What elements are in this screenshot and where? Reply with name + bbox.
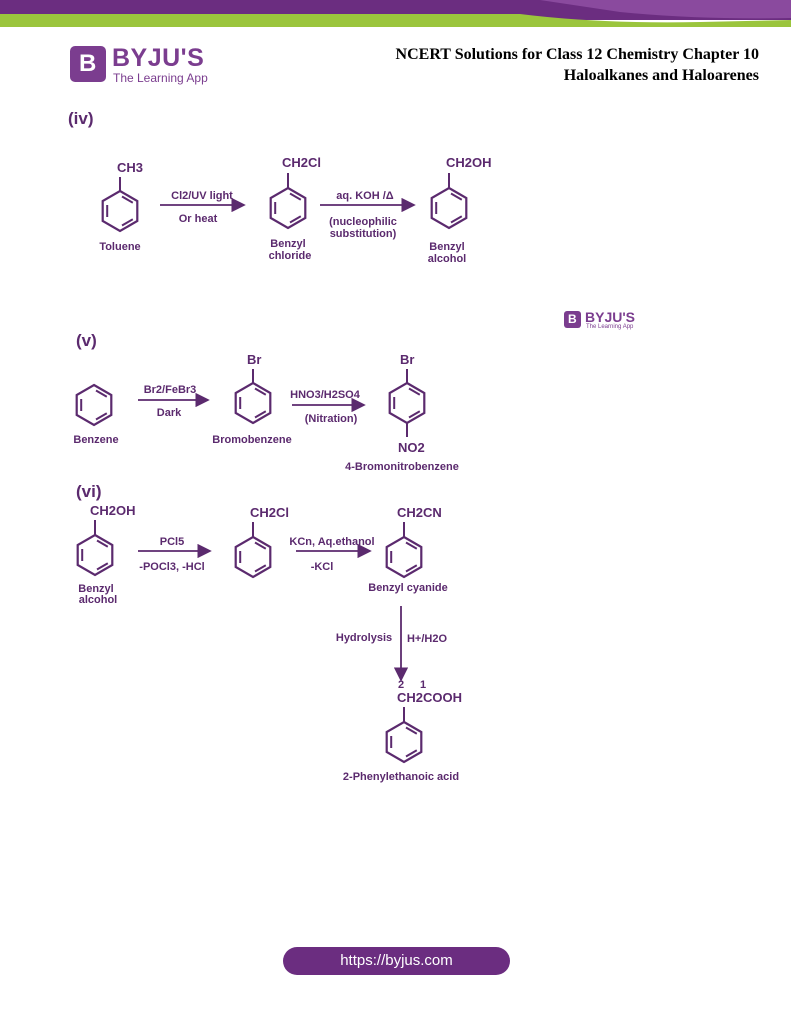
compound-name: Benzene — [73, 434, 118, 446]
compound-name-line2: chloride — [269, 250, 312, 262]
watermark-name: BYJU'S — [585, 309, 636, 325]
condition-below: Or heat — [179, 213, 218, 225]
section-label-vi: (vi) — [76, 482, 102, 501]
para-group-label: NO2 — [398, 440, 425, 455]
group-label: CH2Cl — [282, 155, 321, 170]
logo-tagline: The Learning App — [113, 71, 208, 85]
section-label-iv: (iv) — [68, 109, 94, 128]
compound-name-line2: alcohol — [428, 253, 467, 265]
compound-4-bromonitrobenzene: Br NO2 4-Bromonitrobenzene — [345, 352, 459, 473]
reaction-arrow: PCl5 -POCl3, -HCl — [138, 536, 212, 573]
reagent-above: aq. KOH /Δ — [336, 190, 394, 202]
compound-name: Benzyl cyanide — [368, 582, 447, 594]
carbon-number-2: 2 — [398, 679, 404, 691]
condition-below: (Nitration) — [305, 413, 358, 425]
group-label: CH3 — [117, 160, 143, 175]
watermark-tagline: The Learning App — [586, 324, 634, 330]
group-label: CH2OH — [90, 503, 136, 518]
compound-benzyl-alcohol: CH2OH Benzyl alcohol — [76, 503, 136, 606]
logo-name: BYJU'S — [112, 44, 205, 72]
document-title: NCERT Solutions for Class 12 Chemistry C… — [396, 44, 759, 86]
compound-name: Toluene — [99, 241, 140, 253]
title-line-2: Haloalkanes and Haloarenes — [563, 67, 759, 84]
compound-name: Bromobenzene — [212, 434, 291, 446]
group-label: Br — [247, 352, 261, 367]
reaction-arrow: HNO3/H2SO4 (Nitration) — [290, 389, 366, 425]
section-label-v: (v) — [76, 331, 97, 350]
reagent-right: H+/H2O — [407, 633, 447, 645]
group-label: Br — [400, 352, 414, 367]
compound-benzene: Benzene — [73, 383, 119, 446]
compound-name: 2-Phenylethanoic acid — [343, 771, 459, 783]
compound-benzyl-chloride: CH2Cl — [234, 505, 289, 579]
group-label: CH2COOH — [397, 690, 462, 705]
compound-name-line2: alcohol — [79, 594, 118, 606]
logo-mark: B — [70, 46, 106, 82]
compound-name-line1: Benzyl — [270, 238, 305, 250]
reaction-arrow: Cl2/UV light Or heat — [160, 190, 246, 225]
reagent-above: Cl2/UV light — [171, 190, 233, 202]
condition-below: Dark — [157, 407, 182, 419]
compound-toluene: CH3 Toluene — [99, 160, 143, 253]
reagent-above: HNO3/H2SO4 — [290, 389, 361, 401]
compound-name-line1: Benzyl — [429, 241, 464, 253]
watermark-logo: B BYJU'S The Learning App — [564, 309, 664, 334]
reagent-above: KCn, Aq.ethanol — [289, 536, 374, 548]
compound-bromobenzene: Br Bromobenzene — [212, 352, 291, 446]
group-label: CH2OH — [446, 155, 492, 170]
title-line-1: NCERT Solutions for Class 12 Chemistry C… — [395, 46, 759, 63]
compound-benzyl-cyanide: CH2CN Benzyl cyanide — [368, 505, 447, 594]
reagent-left: Hydrolysis — [336, 632, 392, 644]
watermark-mark: B — [564, 311, 581, 328]
carbon-number-1: 1 — [420, 679, 426, 691]
compound-name: 4-Bromonitrobenzene — [345, 461, 459, 473]
reagent-above: Br2/FeBr3 — [144, 384, 197, 396]
condition-below-line1: (nucleophilic — [329, 216, 397, 228]
group-label: CH2CN — [397, 505, 442, 520]
byjus-logo[interactable]: B BYJU'S The Learning App — [70, 44, 220, 88]
footer-url-link[interactable]: https://byjus.com — [283, 947, 510, 975]
compound-2-phenylethanoic-acid: 2 1 CH2COOH 2-Phenylethanoic acid — [343, 679, 462, 783]
compound-name-line1: Benzyl — [78, 583, 113, 595]
group-label: CH2Cl — [250, 505, 289, 520]
compound-benzyl-chloride: CH2Cl Benzyl chloride — [269, 155, 321, 262]
reaction-arrow: KCn, Aq.ethanol -KCl — [289, 536, 374, 573]
condition-below: -POCl3, -HCl — [139, 561, 204, 573]
hydrolysis-arrow: Hydrolysis H+/H2O — [336, 606, 447, 682]
reaction-arrow: Br2/FeBr3 Dark — [138, 384, 210, 419]
condition-below-line2: substitution) — [330, 228, 397, 240]
condition-below: -KCl — [311, 561, 334, 573]
compound-benzyl-alcohol: CH2OH Benzyl alcohol — [428, 155, 492, 265]
top-color-band — [0, 0, 791, 27]
reagent-above: PCl5 — [160, 536, 184, 548]
reaction-arrow: aq. KOH /Δ (nucleophilic substitution) — [320, 190, 416, 240]
